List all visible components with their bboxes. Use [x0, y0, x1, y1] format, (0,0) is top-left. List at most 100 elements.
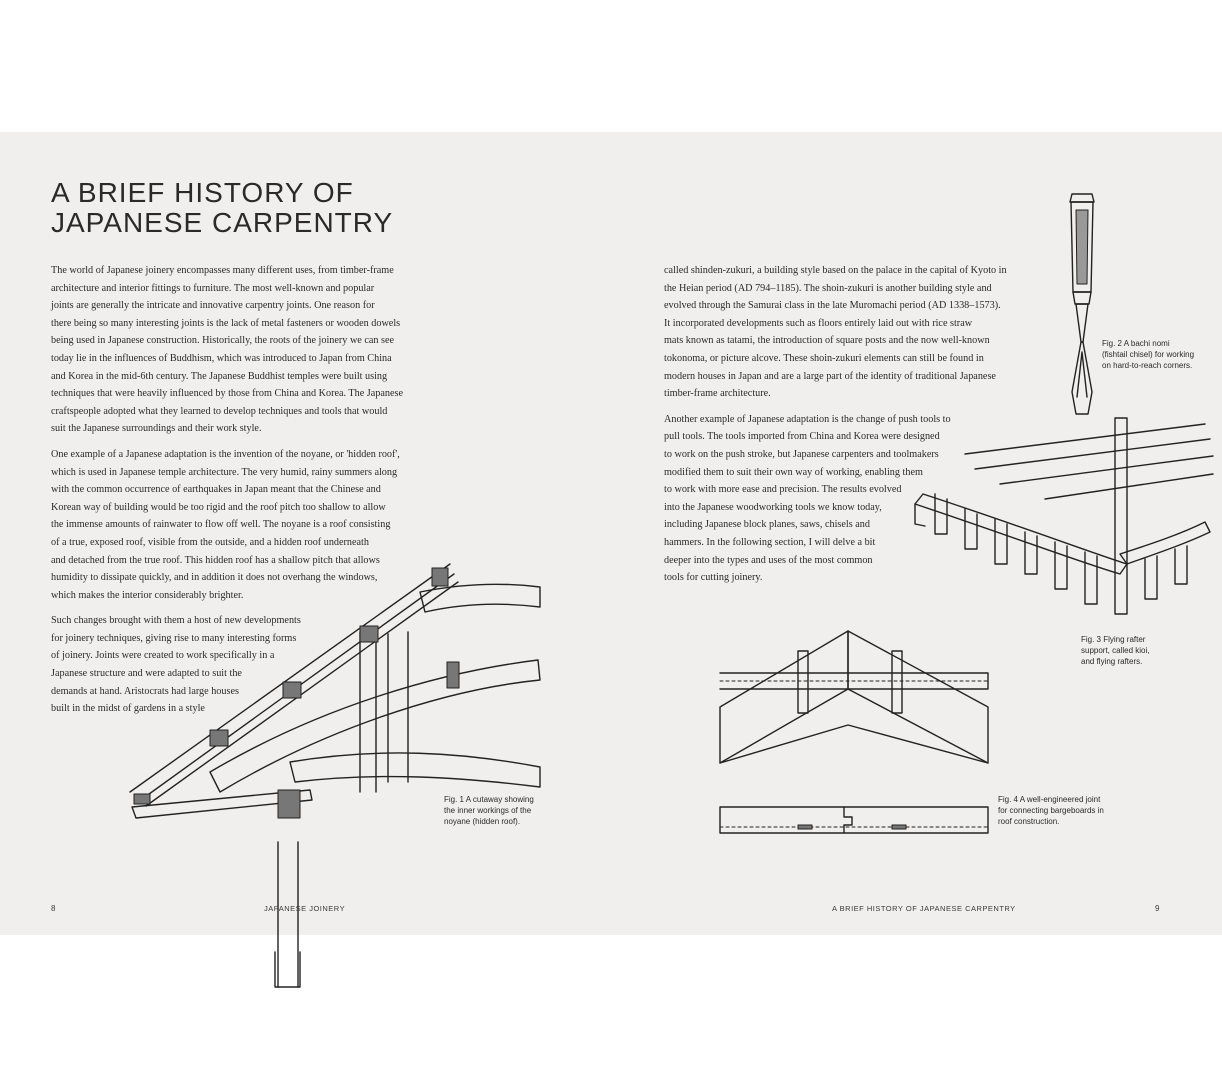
caption-line: Fig. 4 A well-engineered joint — [998, 795, 1101, 804]
text-line: which is used in Japanese temple archite… — [51, 466, 398, 478]
roof-line — [129, 563, 451, 793]
text-line: Japanese structure and were adapted to s… — [51, 668, 242, 680]
page-title: A BRIEF HISTORY OF JAPANESE CARPENTRY — [51, 178, 393, 238]
text-line: mats known as tatami, the introduction o… — [664, 335, 990, 347]
text-line: with the common occurrence of earthquake… — [51, 484, 381, 496]
caption-line: Fig. 1 A cutaway showing — [444, 795, 534, 804]
curved-beam — [289, 752, 541, 788]
tenon — [891, 650, 903, 714]
rafter-end — [914, 503, 926, 527]
tenon — [797, 650, 809, 714]
text-line: called shinden-zukuri, a building style … — [664, 265, 1007, 276]
vertical-member — [1114, 417, 1128, 615]
title-line: A BRIEF HISTORY OF — [51, 177, 354, 208]
text-line: built in the midst of gardens in a style — [51, 703, 205, 715]
text-line: today lie in the influences of Buddhism,… — [51, 352, 392, 364]
paragraph: The world of Japanese joinery encompasse… — [51, 262, 421, 438]
fig1-noyane-illustration — [129, 563, 541, 988]
chisel-cap — [1069, 193, 1095, 203]
fig2-caption: Fig. 2 A bachi nomi (fishtail chisel) fo… — [1102, 338, 1194, 371]
rafter-lines — [964, 423, 1214, 500]
text-line: of a true, exposed roof, visible from th… — [51, 536, 369, 548]
fig1-caption: Fig. 1 A cutaway showing the inner worki… — [444, 794, 534, 827]
text-line: which makes the interior considerably br… — [51, 589, 244, 601]
left-body-text: The world of Japanese joinery encompasse… — [51, 262, 421, 726]
text-line: of joinery. Joints were created to work … — [51, 650, 275, 662]
curved-rafter — [1119, 521, 1211, 565]
text-line: joints are generally the intricate and i… — [51, 300, 375, 312]
hatched-section — [797, 824, 813, 830]
paragraph: One example of a Japanese adaptation is … — [51, 446, 421, 604]
paragraph: Another example of Japanese adaptation i… — [664, 411, 1024, 587]
bargeboard-right — [847, 630, 989, 764]
chisel-neck — [1075, 303, 1089, 343]
fig3-caption: Fig. 3 Flying rafter support, called kio… — [1081, 634, 1149, 667]
hatched-section — [282, 681, 302, 699]
text-line: The world of Japanese joinery encompasse… — [51, 265, 394, 276]
text-line: modern houses in Japan and are a large p… — [664, 370, 996, 382]
text-line: into the Japanese woodworking tools we k… — [664, 501, 882, 513]
text-line: including Japanese block planes, saws, c… — [664, 519, 870, 531]
caption-line: for connecting bargeboards in — [998, 806, 1104, 815]
caption-line: noyane (hidden roof). — [444, 817, 521, 826]
hidden-roof — [131, 789, 313, 819]
caption-line: on hard-to-reach corners. — [1102, 361, 1193, 370]
text-line: Such changes brought with them a host of… — [51, 615, 301, 627]
rafter-end — [934, 493, 948, 535]
text-line: tools for cutting joinery. — [664, 572, 763, 584]
rafter-end — [1174, 545, 1188, 585]
text-line: to work with more ease and precision. Th… — [664, 484, 902, 496]
text-line: being used in Japanese construction. His… — [51, 335, 395, 347]
left-running-head: JAPANESE JOINERY — [264, 904, 346, 913]
left-page-number: 8 — [51, 904, 56, 913]
paragraph: called shinden-zukuri, a building style … — [664, 262, 1024, 403]
blade-bevel — [1076, 351, 1088, 398]
fig4-joint-illustration — [719, 630, 989, 834]
hatched-section — [359, 625, 379, 643]
text-line: pull tools. The tools imported from Chin… — [664, 431, 940, 443]
text-line: evolved through the Samurai class in the… — [664, 300, 1001, 312]
text-line: Another example of Japanese adaptation i… — [664, 413, 951, 425]
fig4-caption: Fig. 4 A well-engineered joint for conne… — [998, 794, 1104, 827]
right-page-number: 9 — [1155, 904, 1160, 913]
text-line: demands at hand. Aristocrats had large h… — [51, 685, 239, 697]
rafter-end — [1024, 531, 1038, 575]
text-line: and Korea in the mid-6th century. The Ja… — [51, 370, 388, 382]
rafter-end — [994, 518, 1008, 565]
hatched-section — [133, 793, 151, 805]
text-line: One example of a Japanese adaptation is … — [51, 448, 400, 460]
text-line: suit the Japanese surroundings and their… — [51, 423, 262, 435]
hatched-section — [277, 789, 301, 819]
right-running-head: A BRIEF HISTORY OF JAPANESE CARPENTRY — [832, 904, 1016, 913]
right-body-text: called shinden-zukuri, a building style … — [664, 262, 1024, 595]
text-line: techniques that were heavily influenced … — [51, 388, 404, 400]
text-line: architecture and interior fittings to fu… — [51, 282, 375, 294]
caption-line: support, called kioi, — [1081, 646, 1150, 655]
hatched-section — [209, 729, 229, 747]
caption-line: roof construction. — [998, 817, 1060, 826]
text-line: there being so many interesting joints i… — [51, 317, 401, 329]
text-line: hammers. In the following section, I wil… — [664, 536, 876, 548]
roof-line — [145, 581, 459, 807]
curved-beam — [209, 659, 541, 793]
rafter-end — [964, 508, 978, 550]
hatched-section — [431, 567, 449, 587]
fig3-rafter-illustration — [914, 417, 1214, 615]
beam — [419, 583, 541, 613]
text-line: timber-frame architecture. — [664, 388, 771, 400]
hatched-section — [446, 661, 460, 689]
fig2-chisel-illustration — [1069, 193, 1095, 415]
text-line: deeper into the types and uses of the mo… — [664, 554, 873, 566]
chisel-ferrule — [1072, 291, 1092, 305]
text-line: modified them to suit their own way of w… — [664, 466, 923, 478]
text-line: It incorporated developments such as flo… — [664, 317, 973, 329]
caption-line: Fig. 3 Flying rafter — [1081, 635, 1146, 644]
caption-line: the inner workings of the — [444, 806, 532, 815]
plan-joint — [843, 806, 853, 834]
text-line: the Heian period (AD 794–1185). The shoi… — [664, 282, 992, 294]
text-line: tokonoma, or picture alcove. These shoin… — [664, 352, 984, 364]
bargeboard-lower-edge — [719, 724, 989, 764]
text-line: craftspeople adopted what they learned t… — [51, 405, 388, 417]
rafter-end — [1084, 551, 1098, 605]
caption-line: (fishtail chisel) for working — [1102, 350, 1195, 359]
